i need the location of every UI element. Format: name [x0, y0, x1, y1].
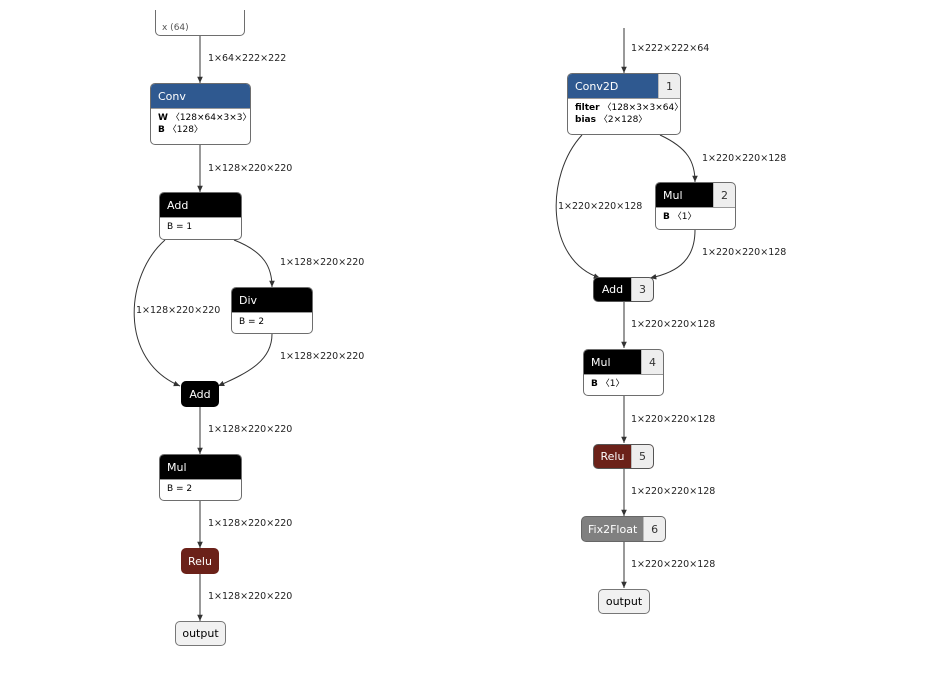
conv2d-filter-label: filter: [575, 103, 600, 113]
edge-div-add2: [217, 333, 273, 387]
edge-label: 1×128×220×220: [208, 591, 293, 602]
edge-add1-div: [233, 239, 275, 288]
add-node[interactable]: Add 3: [593, 277, 654, 302]
fix2float-node-index: 6: [643, 517, 665, 541]
edge-label: 1×220×220×128: [702, 153, 787, 164]
edge-label: 1×128×220×220: [280, 257, 365, 268]
edge-label: 1×220×220×128: [631, 319, 716, 330]
div-node[interactable]: Div B = 2: [231, 287, 313, 334]
mul1-b-label: B: [663, 212, 670, 222]
div-attr: B = 2: [239, 317, 265, 327]
mul2-node-title: Mul: [591, 355, 611, 369]
relu-node-title: Relu: [188, 554, 212, 568]
add-node-index: 3: [631, 278, 653, 301]
conv-w-shape: 〈128×64×3×3〉: [170, 113, 251, 123]
mul1-b-shape: 〈1〉: [672, 212, 697, 222]
mul2-node[interactable]: Mul 4 B 〈1〉: [583, 349, 664, 396]
output-node-right-title: output: [605, 595, 643, 608]
add1-node-title: Add: [167, 198, 189, 212]
edge-label: 1×220×220×128: [702, 247, 787, 258]
edge-label: 1×220×220×128: [631, 559, 716, 570]
mul-attr: B = 2: [167, 484, 193, 494]
add1-node[interactable]: Add B = 1: [159, 192, 242, 240]
add1-attr: B = 1: [167, 222, 193, 232]
conv2d-node-index: 1: [658, 74, 680, 98]
edge-add1-add2: [133, 239, 181, 387]
edge-label: 1×222×222×64: [631, 43, 710, 54]
add-node-title: Add: [601, 283, 624, 296]
conv2d-node[interactable]: Conv2D 1 filter 〈128×3×3×64〉 bias 〈2×128…: [567, 73, 681, 135]
fix2float-node-title: Fix2Float: [588, 522, 638, 536]
conv-node-title: Conv: [158, 89, 186, 103]
edge-label: 1×220×220×128: [631, 414, 716, 425]
conv2d-bias-shape: 〈2×128〉: [598, 115, 648, 125]
conv2d-bias-label: bias: [575, 115, 596, 125]
edge-conv2d-mul1: [659, 134, 698, 183]
edge-label: 1×64×222×222: [208, 53, 287, 64]
mul1-node-index: 2: [713, 183, 735, 207]
relu-node[interactable]: Relu: [181, 548, 219, 574]
conv-node[interactable]: Conv W 〈128×64×3×3〉 B 〈128〉: [150, 83, 251, 145]
edge-label: 1×128×220×220: [208, 518, 293, 529]
add2-node-title: Add: [189, 387, 211, 401]
add2-node[interactable]: Add: [181, 381, 219, 407]
edge-label: 1×128×220×220: [208, 424, 293, 435]
relu-node-right-index: 5: [631, 445, 653, 468]
input-node-fragment[interactable]: x (64): [155, 10, 245, 36]
output-node-title: output: [182, 627, 219, 640]
mul1-node-title: Mul: [663, 188, 683, 202]
mul2-b-label: B: [591, 379, 598, 389]
conv2d-node-title: Conv2D: [575, 79, 619, 93]
edge-label: 1×220×220×128: [558, 201, 643, 212]
mul-node[interactable]: Mul B = 2: [159, 454, 242, 501]
edge-label: 1×128×220×220: [136, 305, 221, 316]
conv-b-shape: 〈128〉: [167, 125, 203, 135]
mul2-b-shape: 〈1〉: [600, 379, 625, 389]
relu-node-right-title: Relu: [600, 450, 625, 463]
edge-mul1-add: [649, 229, 696, 280]
relu-node-right[interactable]: Relu 5: [593, 444, 654, 469]
output-node[interactable]: output: [175, 621, 226, 646]
conv2d-filter-shape: 〈128×3×3×64〉: [602, 103, 681, 113]
edge-label: 1×220×220×128: [631, 486, 716, 497]
mul2-node-index: 4: [641, 350, 663, 374]
edge-conv2d-add: [555, 134, 601, 279]
conv-b-label: B: [158, 125, 165, 135]
input-node-fragment-text: x (64): [162, 23, 189, 33]
output-node-right[interactable]: output: [598, 589, 650, 614]
mul-node-title: Mul: [167, 460, 187, 474]
mul1-node[interactable]: Mul 2 B 〈1〉: [655, 182, 736, 230]
fix2float-node[interactable]: Fix2Float 6: [581, 516, 666, 542]
div-node-title: Div: [239, 293, 258, 307]
edge-label: 1×128×220×220: [280, 351, 365, 362]
conv-w-label: W: [158, 113, 168, 123]
edge-label: 1×128×220×220: [208, 163, 293, 174]
